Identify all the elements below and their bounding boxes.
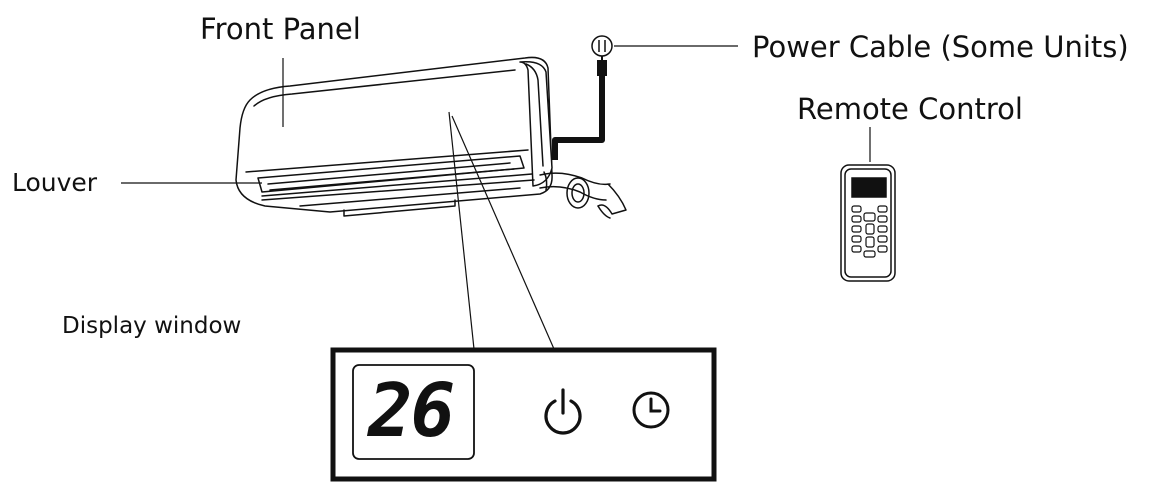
temperature-readout-frame	[352, 364, 475, 460]
power-cable-illustration	[552, 35, 613, 160]
leader-display-right	[451, 115, 555, 350]
side-cap	[519, 60, 553, 187]
temperature-display-value: 26	[368, 368, 455, 454]
leader-lines	[121, 45, 871, 350]
label-louver: Louver	[12, 168, 98, 197]
label-display-window: Display window	[62, 313, 242, 339]
label-remote-control: Remote Control	[797, 92, 1023, 126]
drain-hose-illustration	[539, 171, 627, 219]
remote-buttons	[851, 205, 888, 258]
louver-opening	[257, 155, 525, 193]
label-front-panel: Front Panel	[200, 12, 361, 46]
label-power-cable: Power Cable (Some Units)	[752, 30, 1129, 64]
power-icon	[544, 388, 582, 435]
unit-body-outline	[235, 56, 553, 213]
power-plug-icon	[591, 35, 613, 57]
indoor-unit-illustration	[235, 56, 553, 217]
display-window-panel	[330, 347, 717, 482]
remote-control-illustration	[840, 164, 896, 282]
leader-display-left	[448, 111, 475, 350]
remote-screen	[851, 177, 887, 198]
power-plug-sleeve	[597, 60, 607, 76]
front-panel-bottom-edge	[245, 149, 529, 173]
front-panel-contour	[253, 69, 516, 107]
timer-icon	[632, 391, 670, 429]
